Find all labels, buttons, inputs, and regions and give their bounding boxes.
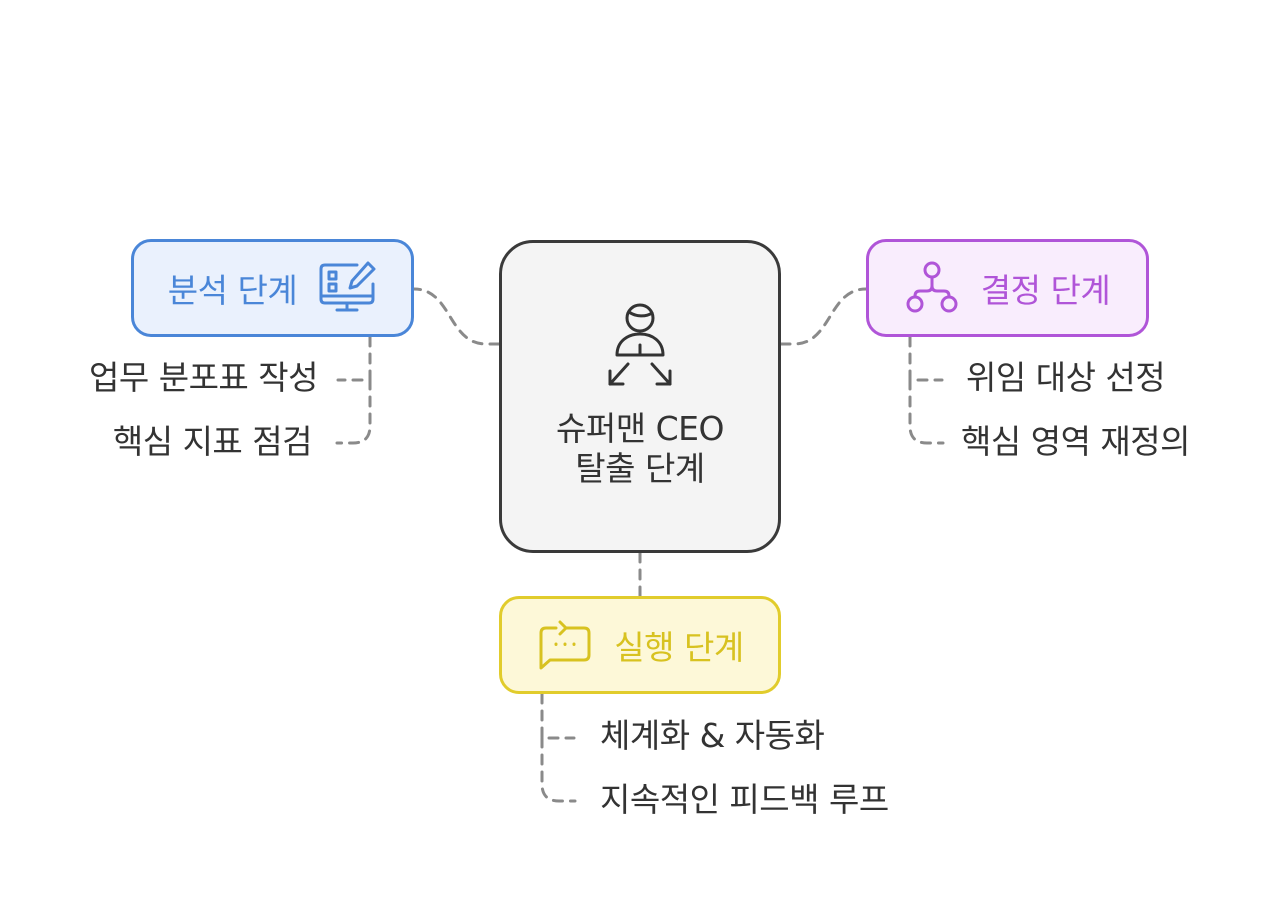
analysis-node[interactable]: 분석 단계 <box>131 239 414 337</box>
execution-item-2: 지속적인 피드백 루프 <box>600 780 889 819</box>
connector-execution-item-2 <box>540 736 577 803</box>
execution-node[interactable]: 실행 단계 <box>499 596 781 694</box>
execution-item-1: 체계화 & 자동화 <box>600 716 825 755</box>
analysis-label: 분석 단계 <box>167 271 298 310</box>
central-title-line2: 탈출 단계 <box>575 449 705 488</box>
connector-decision <box>779 287 868 346</box>
execution-label: 실행 단계 <box>614 628 744 667</box>
hierarchy-icon <box>906 261 958 313</box>
connector-execution-item-1 <box>540 692 576 740</box>
person-delegation-icon <box>608 303 672 386</box>
central-node[interactable]: 슈퍼맨 CEO 탈출 단계 <box>499 240 781 553</box>
analysis-item-2: 핵심 지표 점검 <box>112 422 313 461</box>
central-title: 슈퍼맨 CEO 탈출 단계 <box>556 409 724 489</box>
monitor-edit-icon <box>319 261 376 312</box>
decision-item-2: 핵심 영역 재정의 <box>961 422 1191 461</box>
decision-item-1: 위임 대상 선정 <box>966 358 1166 397</box>
message-loop-icon <box>539 620 591 670</box>
analysis-item-1: 업무 분포표 작성 <box>89 358 319 397</box>
connector-decision-item-2 <box>908 378 945 445</box>
connector-analysis <box>412 287 501 346</box>
decision-node[interactable]: 결정 단계 <box>866 239 1149 337</box>
connector-analysis-item-2 <box>335 378 372 445</box>
connector-decision-item-1 <box>908 335 944 382</box>
central-title-line1: 슈퍼맨 CEO <box>556 409 724 448</box>
connector-analysis-item-1 <box>336 335 372 382</box>
decision-label: 결정 단계 <box>980 271 1111 310</box>
